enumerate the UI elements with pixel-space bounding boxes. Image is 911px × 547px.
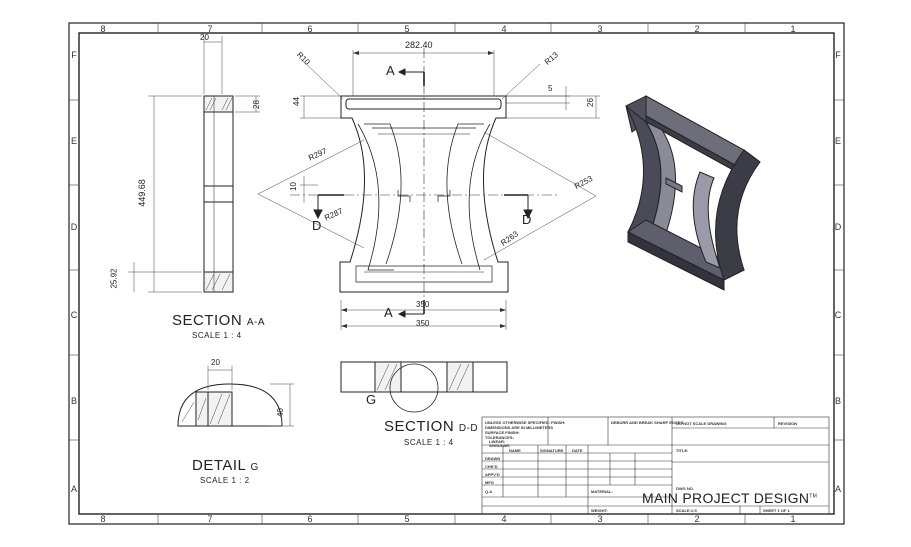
tb-qa: Q.A [485,489,493,494]
zone-col-2-bottom: 2 [694,514,700,524]
dim-350-upper: 350 [416,300,430,309]
zone-col-1: 1 [790,24,796,34]
zone-row-a: A [70,484,77,494]
detail-g-label: DETAIL G [192,457,259,474]
section-aa-view [203,95,234,293]
tb-chkd: CHK'D [485,464,498,469]
tb-notes3: SURFACE FINISH: [485,430,520,435]
tb-drawn: DRAWN [485,456,501,461]
outer-border [68,22,845,525]
zone-col-3-bottom: 3 [597,514,603,524]
front-view [339,95,509,293]
tb-weight: WEIGHT: [591,508,608,513]
title-block [481,416,830,515]
zone-col-8-bottom: 8 [100,514,106,524]
marker-d-right: D [522,212,532,227]
zone-col-2: 2 [694,24,700,34]
tb-notes6: ANGULAR: [489,443,511,448]
zone-row-f-right: F [835,50,841,60]
section-aa-label: SECTION A-A [172,312,266,329]
tb-material: MATERIAL: [591,489,613,494]
section-aa-hatch [205,97,233,291]
section-aa-scale: SCALE 1 : 4 [192,331,242,340]
dim-section-28: 28 [251,100,261,109]
detail-g-scale: SCALE 1 : 2 [200,476,250,485]
tb-notes2: DIMENSIONS ARE IN MILLIMETERS [485,425,554,430]
dim-section-25: 25.92 [109,268,119,289]
zone-row-f: F [71,50,77,60]
zone-row-a-right: A [834,484,841,494]
zone-col-7-bottom: 7 [207,514,213,524]
dim-detail-40: 40 [275,408,285,417]
zone-row-e: E [70,136,77,146]
tb-revision: REVISION [778,421,798,426]
tb-deburr: DEBURR AND BREAK SHARP EDGES [611,420,684,425]
tb-finish: FINISH: [551,420,566,425]
zone-col-7: 7 [207,24,213,34]
tb-mfg: MFG [485,480,494,485]
tb-signature: SIGNATURE [540,448,564,453]
marker-a-top: A [386,63,395,78]
zone-col-6-bottom: 6 [307,514,313,524]
dim-26: 26 [585,98,595,107]
dim-detail-20: 20 [211,358,220,367]
zone-row-c: C [70,310,78,320]
zone-row-e-right: E [834,136,841,146]
tb-do-not-scale: DO NOT SCALE DRAWING [676,421,727,426]
detail-g-hatch [181,393,231,425]
center-lines [290,48,560,312]
detail-g-dimensions [207,366,294,427]
tb-main-title: MAIN PROJECT DESIGNTM [642,490,818,506]
dim-section-height: 449.68 [136,179,147,207]
tb-dwg-no: DWG NO. [676,486,694,491]
tb-name: NAME [509,448,521,453]
section-dd-label: SECTION D-D [384,418,479,435]
dim-5: 5 [548,84,553,93]
dim-top-width: 282.40 [405,40,433,50]
tb-title-label: TITLE: [676,448,689,453]
front-dimensions [257,50,600,330]
tb-scale: SCALE:1:5 [676,508,697,513]
dim-44: 44 [291,97,301,106]
section-dd-view [340,361,508,413]
zone-ticks [69,23,844,524]
zone-col-4: 4 [501,24,507,34]
tb-date: DATE [572,448,583,453]
section-line-aa [397,68,425,318]
tb-notes5: LINEAR: [489,439,506,444]
zone-row-d-right: D [834,222,842,232]
section-dd-hatch [376,363,470,391]
zone-col-1-bottom: 1 [790,514,796,524]
marker-d-left: D [312,218,322,233]
zone-col-8: 8 [100,24,106,34]
zone-col-3: 3 [597,24,603,34]
zone-col-4-bottom: 4 [501,514,507,524]
tb-sheet: SHEET 1 OF 1 [763,508,790,513]
detail-g-view [177,383,283,427]
section-line-dd [313,194,533,220]
tb-notes4: TOLERANCES: [485,435,514,440]
tb-notes: UNLESS OTHERWISE SPECIFIED: [485,420,551,425]
zone-row-d: D [70,222,78,232]
zone-row-b: B [70,396,77,406]
dim-350-lower: 350 [416,319,430,328]
zone-row-b-right: B [834,396,841,406]
marker-a-bottom: A [384,305,393,320]
section-aa-dimensions [128,36,260,293]
dimension-arrows [341,51,506,328]
inner-border [78,32,835,515]
section-dd-scale: SCALE 1 : 4 [404,438,454,447]
marker-g: G [366,392,377,407]
zone-col-5: 5 [404,24,410,34]
zone-col-6: 6 [307,24,313,34]
dim-10: 10 [288,182,298,191]
isometric-view [625,95,761,291]
tb-appvd: APPV'D [485,472,500,477]
zone-col-5-bottom: 5 [404,514,410,524]
zone-row-c-right: C [834,310,842,320]
dim-section-20: 20 [200,33,209,42]
